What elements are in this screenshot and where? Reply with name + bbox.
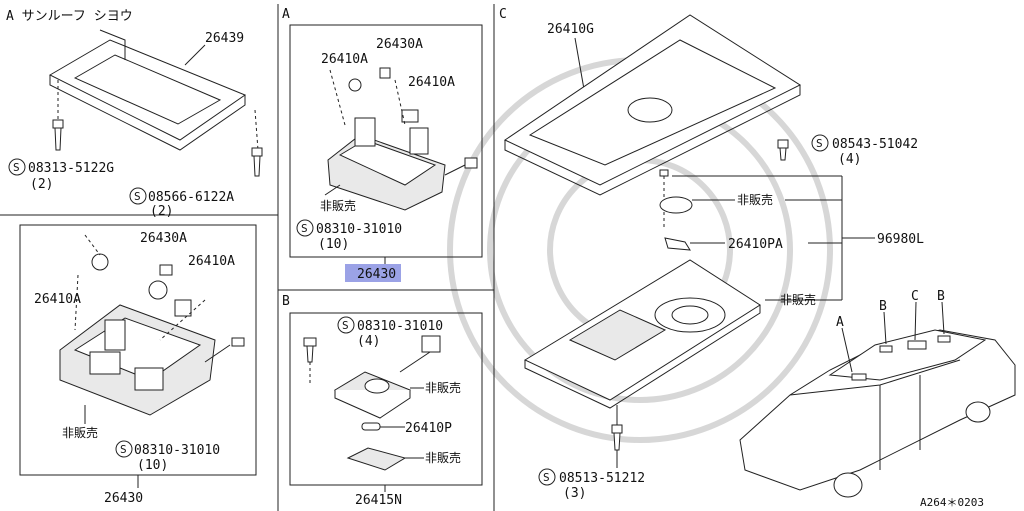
bulb-26430A [91, 253, 173, 276]
mid-bulb-right [401, 109, 419, 123]
label-mid-26430A: 26430A [376, 37, 423, 52]
label-26410P: 26410P [405, 421, 452, 436]
svg-text:(10): (10) [318, 237, 349, 252]
svg-text:(2): (2) [30, 177, 53, 192]
label-c-hanbai-2: 非販売 [780, 292, 816, 307]
svg-text:S: S [13, 161, 20, 174]
section-a: A [282, 7, 290, 22]
section-a-note: A サンルーフ シヨウ [6, 9, 133, 24]
section-b: B [282, 294, 290, 309]
label-26410G: 26410G [547, 22, 594, 37]
callout-08513: S 08513-51212 (3) [538, 468, 645, 501]
svg-text:08566-6122A: 08566-6122A [148, 190, 234, 205]
svg-text:S: S [816, 137, 823, 150]
label-c-hanbai-1: 非販売 [737, 192, 773, 207]
box-b [289, 312, 483, 486]
lens-b [346, 447, 407, 471]
svg-text:(10): (10) [137, 458, 168, 473]
car-label-b2: B [937, 289, 945, 304]
callout-08313: S 08313-5122G (2) [8, 158, 114, 192]
car-illustration [739, 329, 1016, 498]
label-26430-left: 26430 [104, 491, 143, 506]
svg-text:(2): (2) [150, 204, 173, 219]
label-mid-26410A-left: 26410A [321, 52, 368, 67]
label-mid-26410A-right: 26410A [408, 75, 455, 90]
mid-bulb-left [348, 78, 362, 92]
bulb-26410A [148, 280, 192, 317]
label-26410A-right: 26410A [188, 254, 235, 269]
svg-text:(4): (4) [838, 152, 861, 167]
callout-08310-left: S 08310-31010 (10) [115, 440, 220, 473]
screw-08513 [611, 424, 623, 451]
callout-mid-b-08310: S 08310-31010 (4) [337, 316, 443, 349]
svg-text:S: S [120, 443, 127, 456]
svg-text:08543-51042: 08543-51042 [832, 137, 918, 152]
screw-08543 [777, 139, 789, 161]
label-26415N: 26415N [355, 493, 402, 508]
label-mid-hanbai: 非販売 [320, 198, 356, 213]
label-96980L: 96980L [877, 232, 924, 247]
mid-bulb-center [379, 67, 391, 79]
label-hanbai-left: 非販売 [62, 425, 98, 440]
console-housing-c [523, 259, 761, 409]
sunroof-bracket [48, 29, 247, 151]
svg-text:08310-31010: 08310-31010 [357, 319, 443, 334]
box-a [289, 24, 483, 258]
reference-code: A264＊0203 [920, 496, 984, 509]
screw-08310-left [231, 337, 245, 347]
svg-text:S: S [543, 471, 550, 484]
label-26430A: 26430A [140, 231, 187, 246]
svg-text:(3): (3) [563, 486, 586, 501]
roof-panel-26410G [503, 14, 802, 196]
bulb-26410P [361, 422, 381, 431]
screw-08313 [52, 119, 64, 151]
svg-text:08310-31010: 08310-31010 [134, 443, 220, 458]
bulb-26410PA [664, 237, 691, 251]
connector-b [421, 335, 441, 353]
socket-c [659, 196, 693, 214]
screw-mid-b [303, 337, 317, 363]
label-mid-26430: 26430 [357, 267, 396, 282]
mid-screw [464, 157, 478, 169]
svg-text:S: S [301, 222, 308, 235]
callout-08566: S 08566-6122A (2) [129, 187, 234, 219]
label-26439: 26439 [205, 31, 244, 46]
callout-08543: S 08543-51042 (4) [811, 134, 918, 167]
car-label-b1: B [879, 299, 887, 314]
section-c: C [499, 7, 507, 22]
car-label-c: C [911, 289, 919, 304]
map-lamp-housing [59, 304, 216, 416]
svg-text:(4): (4) [357, 334, 380, 349]
highlight-26430 [345, 264, 401, 282]
mid-lamp-housing [327, 117, 446, 211]
leader-26439 [184, 44, 206, 66]
svg-text:08513-51212: 08513-51212 [559, 471, 645, 486]
label-26410A-left: 26410A [34, 292, 81, 307]
svg-text:08313-5122G: 08313-5122G [28, 161, 114, 176]
label-b-hanbai-1: 非販売 [425, 380, 461, 395]
svg-text:08310-31010: 08310-31010 [316, 222, 402, 237]
lamp-b-housing [333, 371, 412, 419]
car-label-a: A [836, 315, 844, 330]
svg-text:S: S [134, 190, 141, 203]
label-26410PA: 26410PA [728, 237, 783, 252]
screw-08566 [251, 147, 263, 177]
callout-mid-08310: S 08310-31010 (10) [296, 219, 402, 252]
label-b-hanbai-2: 非販売 [425, 450, 461, 465]
svg-text:S: S [342, 319, 349, 332]
